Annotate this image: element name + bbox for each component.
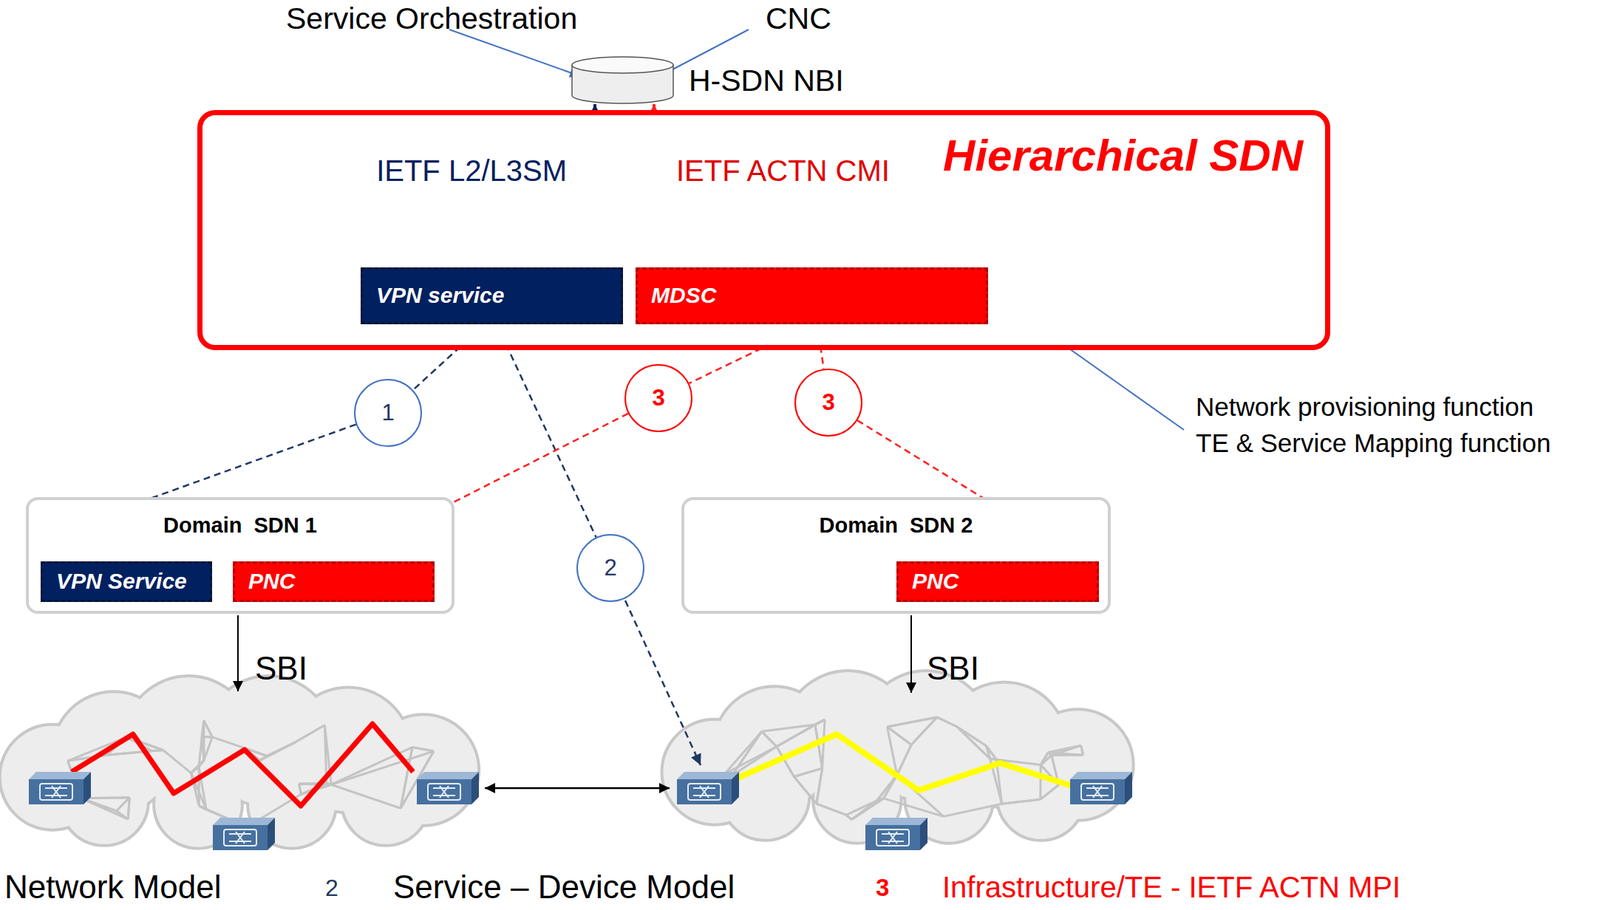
controller-box: MDSC bbox=[635, 267, 989, 325]
controller-group: Hierarchical SDN VPN service MDSC bbox=[197, 110, 1331, 351]
te-path bbox=[71, 724, 414, 807]
callout-circle: 1 bbox=[353, 379, 422, 448]
vpn-service-box: VPN Service bbox=[40, 561, 213, 603]
callout-label: TE & Service Mapping function bbox=[1195, 428, 1552, 459]
router-icon bbox=[28, 772, 1133, 851]
node-label: H-SDN NBI bbox=[688, 63, 844, 99]
callout-label: Network provisioning function bbox=[1195, 392, 1534, 422]
node-label: 2 bbox=[603, 555, 617, 582]
node-label: VPN Service bbox=[56, 569, 187, 595]
legend-text: Network Model bbox=[4, 869, 221, 907]
legend-text: Service – Device Model bbox=[393, 869, 735, 907]
domain-box: Domain SDN 1 VPN Service PNC bbox=[25, 497, 455, 615]
node-label: 1 bbox=[381, 399, 394, 427]
node-label: Domain SDN 1 bbox=[163, 513, 318, 539]
service-device-line bbox=[625, 600, 701, 766]
sbi-arrow bbox=[910, 615, 912, 694]
interface-label: SBI bbox=[926, 650, 980, 689]
inter-domain-link bbox=[484, 787, 670, 791]
vpn-service-box: VPN service bbox=[360, 267, 624, 325]
node-label: PNC bbox=[911, 569, 959, 595]
database-cylinder: H-SDN NBI bbox=[571, 56, 674, 105]
node-label: 3 bbox=[651, 385, 665, 412]
leader-line bbox=[449, 29, 581, 77]
controller-box: PNC bbox=[232, 561, 435, 603]
callout-number: 3 bbox=[875, 874, 890, 903]
node-label: Domain SDN 2 bbox=[819, 513, 974, 539]
callout-label: CNC bbox=[765, 1, 832, 37]
callout-label: Service Orchestration bbox=[286, 1, 578, 37]
interface-label: IETF ACTN CMI bbox=[673, 153, 893, 188]
te-path bbox=[733, 734, 1077, 791]
callout-circle: 2 bbox=[576, 534, 645, 603]
node-label: PNC bbox=[248, 569, 295, 595]
controller-box: PNC bbox=[896, 561, 1099, 603]
callout-circle: 3 bbox=[794, 368, 863, 437]
callout-circle: 3 bbox=[624, 364, 693, 433]
node-label: MDSC bbox=[651, 283, 717, 309]
domain-box: Domain SDN 2 PNC bbox=[681, 497, 1111, 615]
node-label: 3 bbox=[821, 389, 835, 417]
node-label: VPN service bbox=[376, 283, 505, 309]
callout-number: 2 bbox=[325, 875, 339, 903]
interface-label: IETF L2/L3SM bbox=[373, 153, 570, 188]
cylinder-shape bbox=[571, 56, 674, 105]
network-cloud bbox=[1, 672, 1133, 848]
node-label: Hierarchical SDN bbox=[943, 130, 1303, 182]
interface-label: SBI bbox=[254, 650, 308, 689]
connector bbox=[496, 324, 597, 538]
legend-text: Infrastructure/TE - IETF ACTN MPI bbox=[942, 870, 1401, 905]
sbi-arrow bbox=[237, 615, 239, 692]
